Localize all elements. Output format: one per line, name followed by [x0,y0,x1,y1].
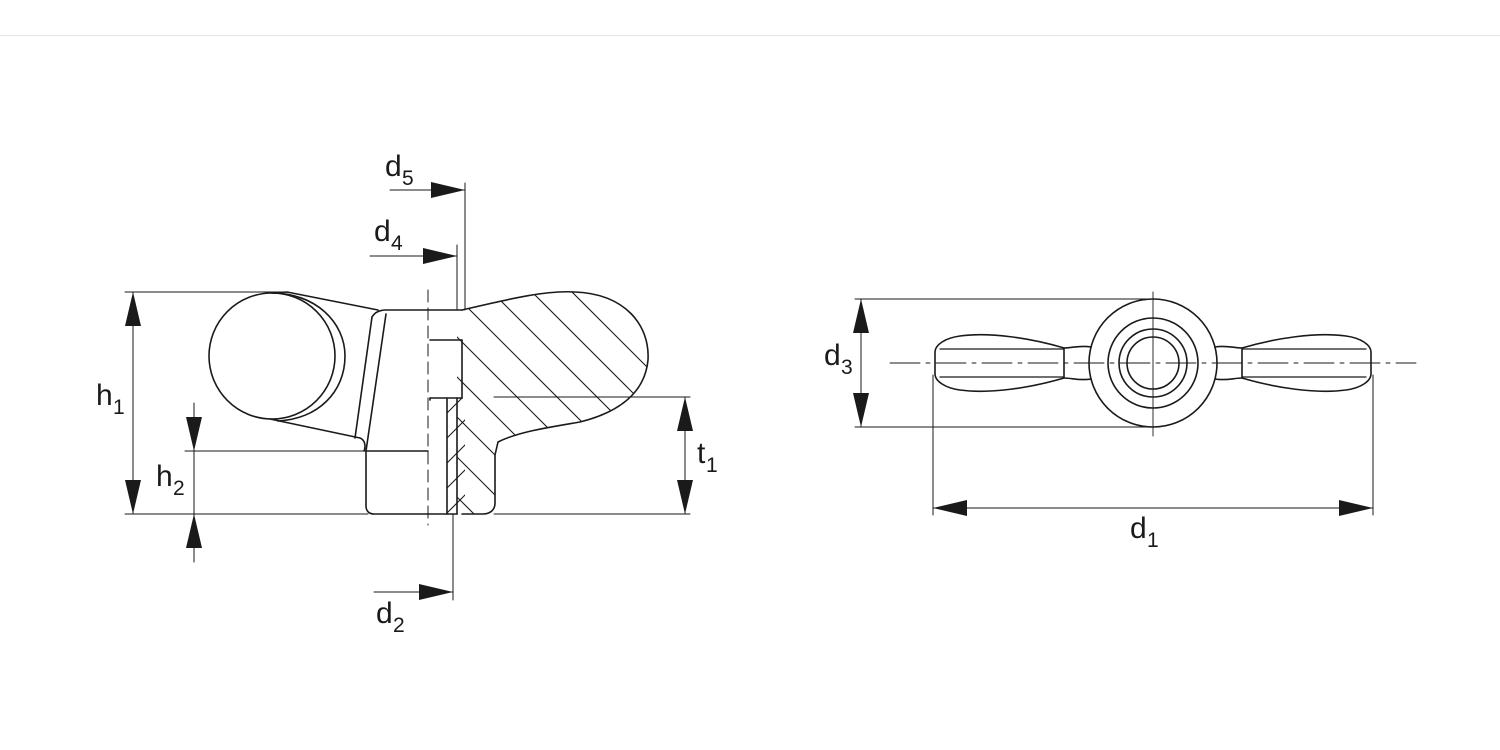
svg-text:d: d [385,150,402,183]
top-extension-lines [854,298,1374,516]
svg-text:5: 5 [402,167,414,190]
left-wing-ball [208,292,336,420]
svg-text:d: d [824,339,841,372]
label-d5: d 5 [385,150,414,190]
svg-text:h: h [96,379,113,412]
svg-text:2: 2 [393,614,405,637]
extension-lines [124,182,691,601]
label-d1: d 1 [1130,512,1159,552]
label-h2: h 2 [156,460,185,500]
section-hatching [457,291,649,514]
svg-text:h: h [156,460,173,493]
svg-text:d: d [1130,512,1147,545]
label-d3: d 3 [824,339,853,379]
label-d2: d 2 [376,597,405,637]
label-t1: t 1 [697,437,718,477]
insert-hatching [447,398,465,514]
top-view [854,291,1417,516]
hub-outline [365,450,458,515]
right-wing-outline [461,290,649,515]
svg-text:d: d [374,215,391,248]
svg-text:3: 3 [841,356,853,379]
side-section-view [124,182,691,601]
svg-text:2: 2 [173,477,185,500]
label-d4: d 4 [374,215,403,255]
top-divider [0,35,1500,36]
left-arrowheads [125,182,693,600]
svg-text:4: 4 [391,232,403,255]
svg-text:d: d [376,597,393,630]
svg-text:1: 1 [706,454,718,477]
svg-text:1: 1 [1147,529,1159,552]
svg-text:t: t [697,437,706,470]
svg-text:1: 1 [113,396,125,419]
label-h1: h 1 [96,379,125,419]
right-arrowheads [853,299,1373,516]
